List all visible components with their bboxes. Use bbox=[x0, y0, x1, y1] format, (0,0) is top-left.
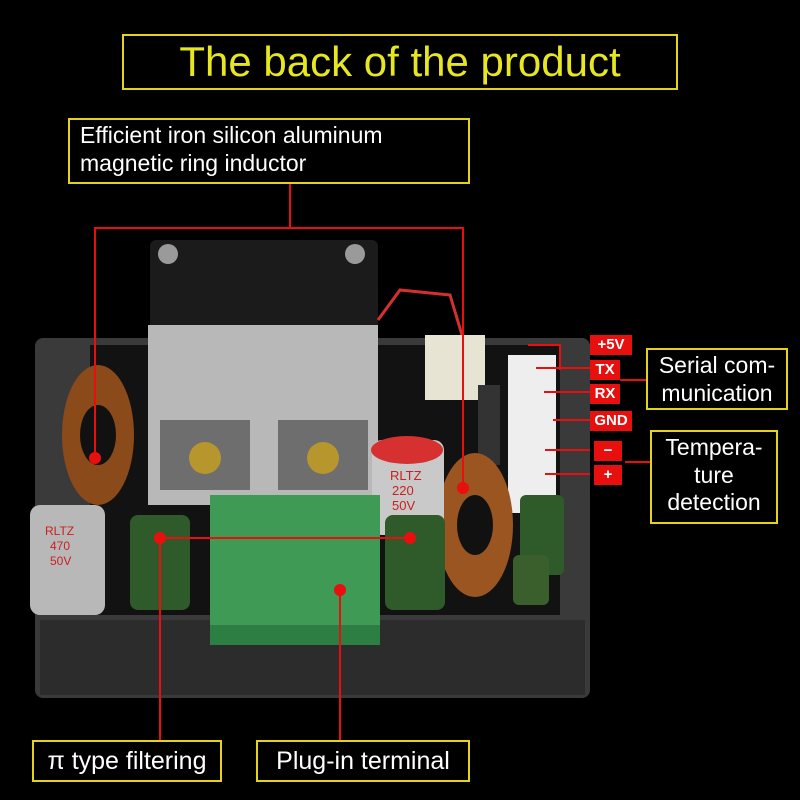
callout-dots bbox=[89, 452, 469, 596]
capacitor-top bbox=[371, 436, 443, 464]
capacitor-left bbox=[30, 505, 105, 615]
terminal-base bbox=[210, 625, 380, 645]
serial-connector bbox=[508, 355, 556, 513]
serial-label: Serial com- munication bbox=[646, 348, 788, 410]
inductor-label-line: Efficient iron silicon aluminum bbox=[80, 122, 383, 148]
cap-left-line: 470 bbox=[50, 539, 70, 553]
pi-filter-label: π type filtering bbox=[32, 740, 222, 782]
pin-gnd: GND bbox=[590, 411, 632, 431]
plug-terminal-label: Plug-in terminal bbox=[256, 740, 470, 782]
cap-left-line: 50V bbox=[50, 554, 71, 568]
temperature-label: Tempera- ture detection bbox=[650, 430, 778, 524]
screw bbox=[307, 442, 339, 474]
terminal-block bbox=[210, 495, 380, 630]
cap-left-line: RLTZ bbox=[45, 524, 74, 538]
cap-center-line: 50V bbox=[392, 498, 415, 513]
pin-minus: − bbox=[594, 441, 622, 461]
pin-5v: +5V bbox=[590, 335, 632, 355]
temperature-label-line: ture bbox=[694, 461, 734, 488]
inductor-label: Efficient iron silicon aluminum magnetic… bbox=[68, 118, 470, 184]
cap-center-line: 220 bbox=[392, 483, 414, 498]
fan-cable bbox=[376, 288, 464, 336]
capacitor-green bbox=[385, 515, 445, 610]
inductor-label-line: magnetic ring inductor bbox=[80, 149, 307, 176]
capacitor-small bbox=[513, 555, 549, 605]
serial-label-line: Serial com- bbox=[658, 352, 776, 378]
pin-plus: + bbox=[594, 465, 622, 485]
screw bbox=[189, 442, 221, 474]
pin-header bbox=[478, 385, 500, 465]
pin-tx: TX bbox=[590, 360, 620, 380]
cap-left-markings: RLTZ 470 50V bbox=[45, 524, 74, 568]
pin-rx: RX bbox=[590, 384, 620, 404]
page-title: The back of the product bbox=[122, 34, 678, 90]
cap-center-markings: RLTZ 220 50V bbox=[390, 468, 422, 513]
inductor-core bbox=[457, 495, 493, 555]
serial-label-line: munication bbox=[661, 379, 773, 406]
fan-connector bbox=[425, 335, 485, 400]
callout-lines bbox=[94, 184, 650, 740]
fan bbox=[150, 240, 378, 340]
capacitor-center bbox=[372, 440, 444, 535]
fan-screw bbox=[158, 244, 178, 264]
cap-center-line: RLTZ bbox=[390, 468, 422, 483]
temperature-label-line: Tempera- bbox=[665, 434, 763, 460]
inductor-core bbox=[80, 405, 116, 465]
fan-screw bbox=[345, 244, 365, 264]
temperature-label-line: detection bbox=[667, 489, 761, 516]
